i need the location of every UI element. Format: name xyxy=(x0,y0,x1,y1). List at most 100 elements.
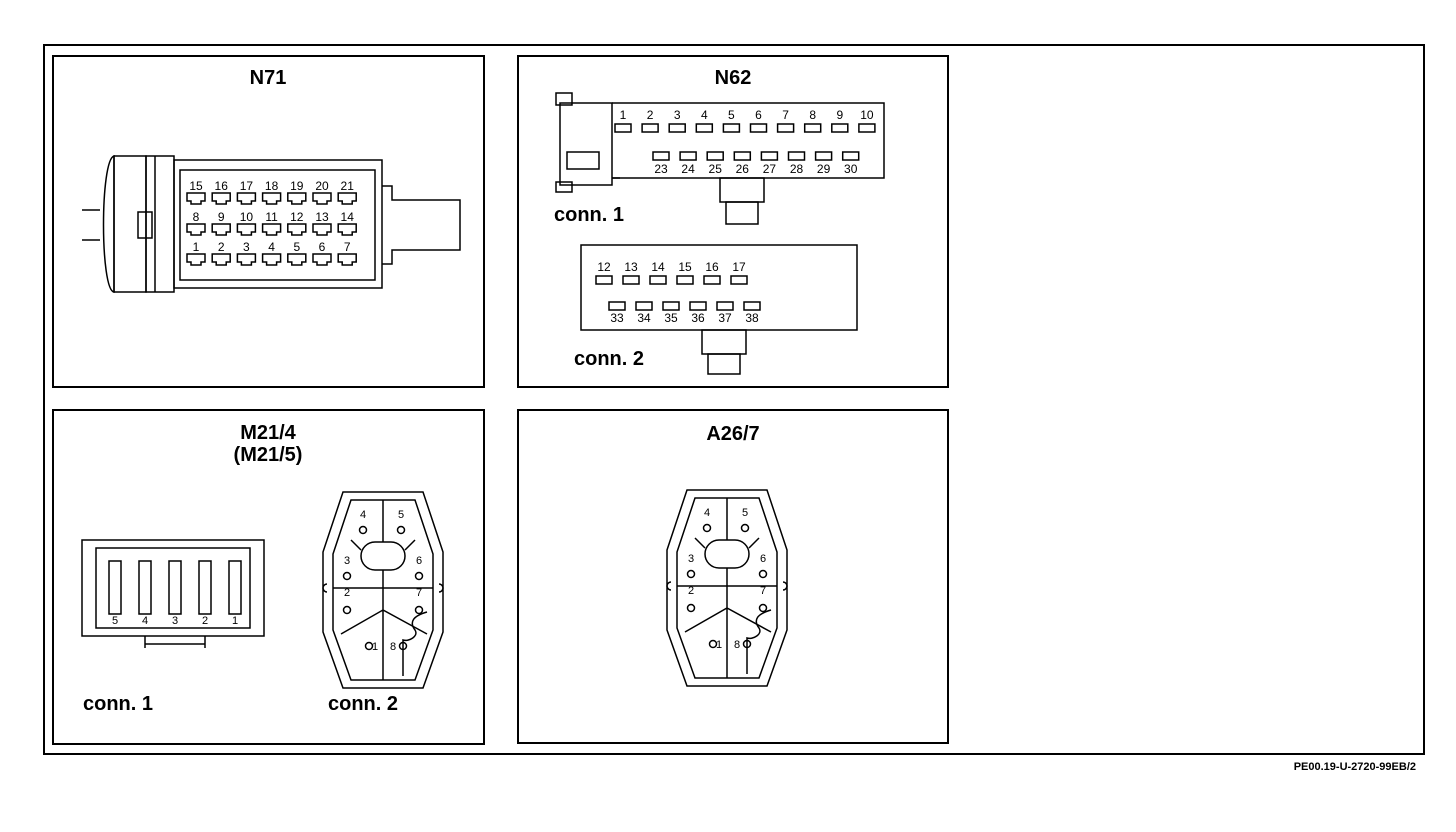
m21-conn2-pin-label: 6 xyxy=(416,555,422,567)
m21-conn1-pin-label: 5 xyxy=(112,615,118,627)
m21-conn2-pin-label: 1 xyxy=(372,641,378,653)
panel-m21-subtitle: (M21/5) xyxy=(234,444,303,466)
panel-a26-border xyxy=(517,409,949,744)
m21-conn1-blade xyxy=(168,560,182,615)
n62-conn2-pin-slot xyxy=(730,275,748,285)
m21-conn2-pin-label: 7 xyxy=(416,587,422,599)
a26-connector-pin-contact xyxy=(758,603,768,613)
n71-pin-label: 4 xyxy=(268,240,275,254)
n62-conn1-body xyxy=(555,92,885,225)
reference-code: PE00.19-U-2720-99EB/2 xyxy=(1294,761,1416,773)
n62-conn2-pin-slot xyxy=(689,301,707,311)
n62-conn2-body xyxy=(580,244,858,375)
n62-conn1-pin-slot xyxy=(668,123,686,133)
n71-pin-label: 18 xyxy=(265,179,279,193)
n71-pin-label: 19 xyxy=(290,179,304,193)
n62-conn1-pin-slot xyxy=(614,123,632,133)
n62-conn1-pin-slot xyxy=(814,151,833,161)
m21-conn2-pin-label: 3 xyxy=(344,555,350,567)
n62-conn1-pin-label: 2 xyxy=(647,108,654,122)
n62-conn1-pin-label: 29 xyxy=(817,162,831,176)
n62-conn2-pin-slot xyxy=(703,275,721,285)
n62-conn1-pin-label: 8 xyxy=(809,108,816,122)
outer-frame xyxy=(43,44,1425,755)
n71-pin-label: 11 xyxy=(265,210,278,224)
n71-pin-label: 21 xyxy=(341,179,355,193)
panel-n71-border xyxy=(52,55,485,388)
n62-conn1-pin-label: 5 xyxy=(728,108,735,122)
n62-conn2-pin-slot xyxy=(595,275,613,285)
n71-pin-label: 17 xyxy=(240,179,254,193)
m21-conn2-pin-contact xyxy=(364,641,374,651)
n62-conn1-pin-label: 27 xyxy=(763,162,777,176)
n62-conn2-pin-slot xyxy=(676,275,694,285)
n71-pin-terminal xyxy=(236,223,257,236)
m21-conn1-pin-label: 2 xyxy=(202,615,208,627)
n62-conn1-pin-slot xyxy=(695,123,714,133)
n62-conn1-pin-label: 10 xyxy=(860,108,874,122)
n62-conn1-pin-slot xyxy=(831,123,849,133)
n62-conn2-pin-label: 33 xyxy=(610,311,624,325)
n71-pin-terminal xyxy=(186,253,206,266)
n62-conn2-pin-label: 14 xyxy=(651,260,665,274)
m21-conn2-pin-label: 5 xyxy=(398,509,404,521)
n62-conn1-pin-slot xyxy=(641,123,659,133)
n62-conn2-pin-slot xyxy=(743,301,761,311)
n62-conn2-pin-label: 13 xyxy=(624,260,638,274)
n71-pin-label: 6 xyxy=(319,240,326,254)
n62-conn1-pin-slot xyxy=(749,123,768,133)
n62-conn2-pin-slot xyxy=(716,301,734,311)
n71-pin-terminal xyxy=(337,253,357,266)
a26-connector-pin-label: 3 xyxy=(688,553,694,565)
n62-conn1-pin-label: 25 xyxy=(709,162,723,176)
m21-conn2-pin-contact xyxy=(414,605,424,615)
n62-conn1-pin-label: 9 xyxy=(836,108,843,122)
n71-pin-label: 10 xyxy=(240,210,254,224)
a26-connector-pin-contact xyxy=(708,639,718,649)
n71-pin-label: 7 xyxy=(344,240,351,254)
n62-conn1-pin-label: 7 xyxy=(782,108,789,122)
m21-conn2-pin-label: 4 xyxy=(360,509,366,521)
panel-n62: N62 conn. 1 conn. 2 xyxy=(517,55,949,388)
n71-pin-terminal xyxy=(287,253,307,266)
n71-pin-terminal xyxy=(312,253,332,266)
n62-conn1-pin-label: 28 xyxy=(790,162,804,176)
n62-conn2-pin-label: 36 xyxy=(691,311,705,325)
m21-conn1-body xyxy=(81,539,265,648)
n71-pin-terminal xyxy=(211,192,231,205)
n71-pin-label: 1 xyxy=(193,240,200,254)
n62-conn1-pin-slot xyxy=(706,151,724,161)
panel-n71-title: N71 xyxy=(250,67,287,89)
m21-conn1-blade xyxy=(198,560,212,615)
a26-connector-body xyxy=(666,489,788,687)
n62-conn1-pin-slot xyxy=(776,123,795,133)
a26-connector-pin-label: 6 xyxy=(760,553,766,565)
a26-connector-pin-label: 4 xyxy=(704,507,710,519)
n62-conn1-pin-slot xyxy=(760,151,779,161)
panel-m21: M21/4 (M21/5) conn. 1 conn. 2 xyxy=(52,409,485,745)
n71-pin-label: 12 xyxy=(290,210,304,224)
n62-conn1-pin-slot xyxy=(858,123,876,133)
m21-conn2-pin-contact xyxy=(342,605,352,615)
n62-conn2-pin-label: 35 xyxy=(664,311,678,325)
n71-pin-label: 9 xyxy=(218,210,225,224)
n71-pin-terminal xyxy=(236,192,257,205)
n62-conn2-pin-label: 17 xyxy=(732,260,746,274)
n62-conn1-pin-slot xyxy=(679,151,697,161)
n71-pin-terminal xyxy=(211,253,231,266)
n62-conn2-pin-label: 12 xyxy=(597,260,611,274)
n62-conn1-label: conn. 1 xyxy=(554,204,624,226)
n62-conn1-pin-slot xyxy=(722,123,741,133)
n62-conn1-pin-label: 4 xyxy=(701,108,708,122)
n62-conn1-pin-label: 26 xyxy=(736,162,750,176)
n71-pin-label: 15 xyxy=(189,179,203,193)
n62-conn2-pin-label: 37 xyxy=(718,311,732,325)
n62-conn2-pin-label: 38 xyxy=(745,311,759,325)
n71-pin-terminal xyxy=(236,253,257,266)
a26-connector-pin-contact xyxy=(740,523,750,533)
n62-conn2-pin-slot xyxy=(635,301,653,311)
n71-pin-label: 20 xyxy=(315,179,329,193)
m21-conn2-pin-contact xyxy=(398,641,408,651)
